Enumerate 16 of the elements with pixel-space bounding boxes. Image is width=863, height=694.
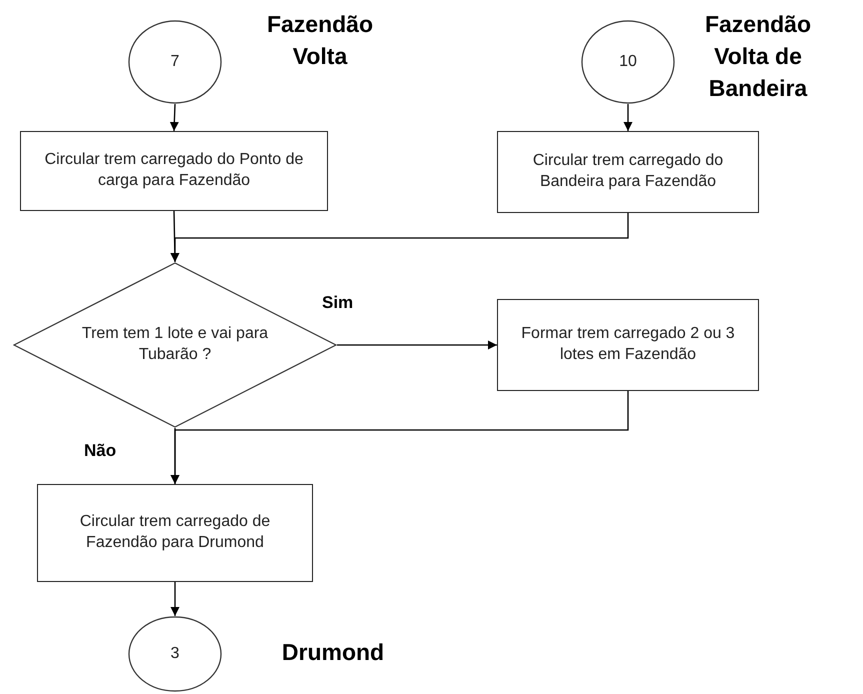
connector-circle: 3 bbox=[128, 616, 222, 692]
process-box: Circular trem carregado de Fazendão para Drumond bbox=[37, 484, 313, 582]
arrow bbox=[624, 104, 632, 131]
connector-circle: 10 bbox=[581, 20, 675, 104]
arrow bbox=[170, 582, 180, 616]
node-caption: Fazendão Volta bbox=[266, 10, 374, 72]
process-box: Formar trem carregado 2 ou 3 lotes em Fazendão bbox=[497, 299, 759, 391]
arrow bbox=[170, 391, 629, 484]
connector-circle: 7 bbox=[128, 20, 222, 104]
arrow bbox=[170, 213, 629, 262]
node-caption: Fazendão Volta de Bandeira bbox=[704, 10, 812, 104]
process-box: Circular trem carregado do Ponto de carga para Fazendão bbox=[20, 131, 328, 211]
process-box: Circular trem carregado do Bandeira para Fazendão bbox=[497, 131, 759, 213]
arrow bbox=[337, 340, 497, 350]
node-caption: Drumond bbox=[280, 638, 386, 667]
arrow bbox=[170, 104, 179, 132]
